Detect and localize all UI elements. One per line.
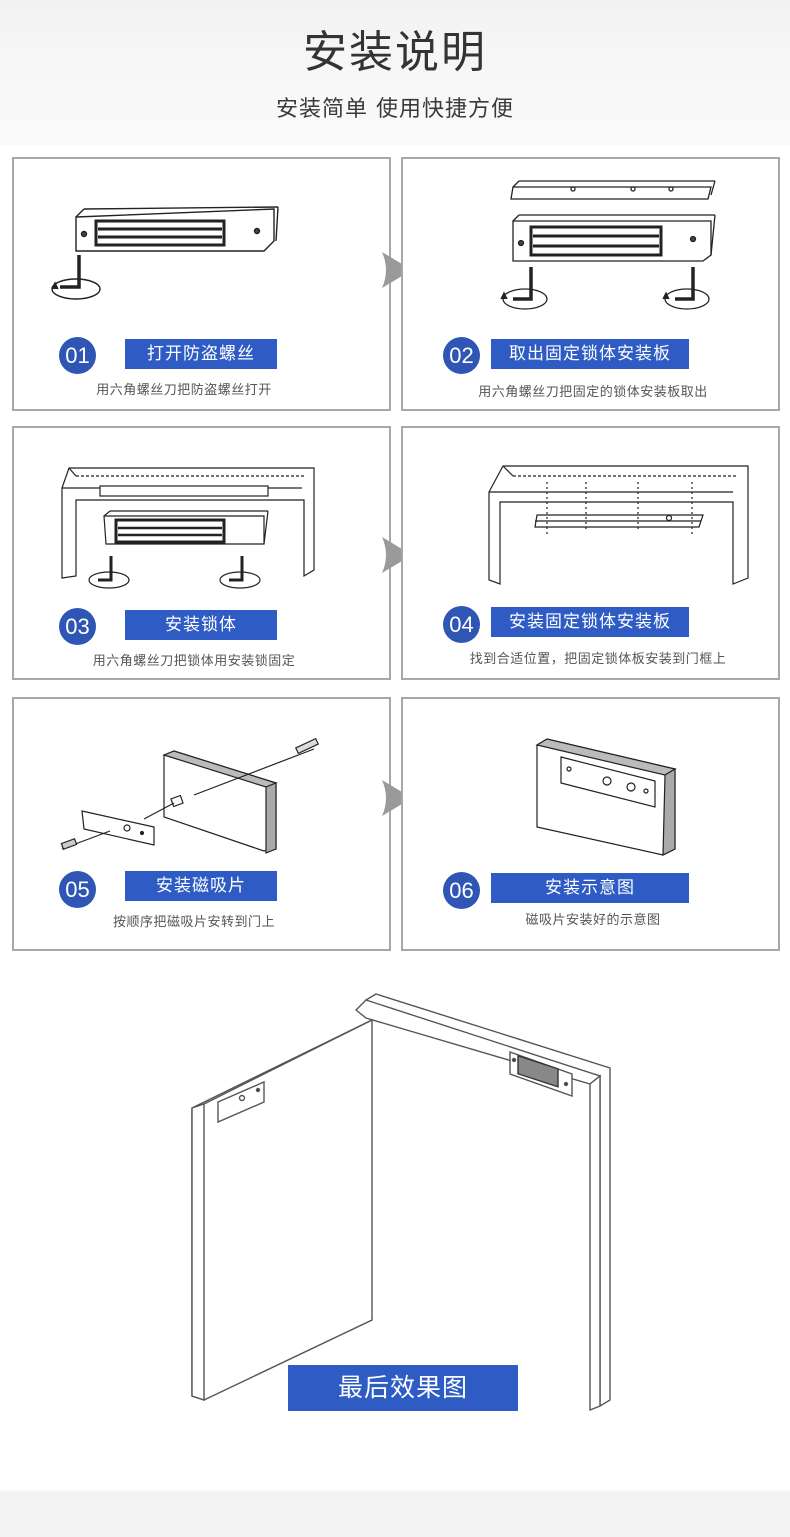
footer-strip — [0, 1490, 790, 1537]
step-title: 安装示意图 — [491, 873, 689, 903]
next-arrow-icon — [382, 537, 412, 573]
step-card-06: 06 安装示意图 磁吸片安装好的示意图 — [401, 697, 780, 951]
step-description: 用六角螺丝刀把固定的锁体安装板取出 — [478, 385, 708, 400]
step-description: 用六角螺丝刀把防盗螺丝打开 — [96, 383, 272, 398]
lock-under-frame-icon — [61, 467, 315, 589]
final-result-label: 最后效果图 — [288, 1365, 518, 1411]
step-card-01: 01 打开防盗螺丝 用六角螺丝刀把防盗螺丝打开 — [12, 157, 391, 411]
page-subtitle: 安装简单 使用快捷方便 — [276, 97, 514, 122]
step-card-05: 05 安装磁吸片 按顺序把磁吸片安转到门上 — [12, 697, 391, 951]
step-number-badge: 04 — [443, 606, 480, 643]
next-arrow-icon — [382, 780, 412, 816]
step-card-02: 02 取出固定锁体安装板 用六角螺丝刀把固定的锁体安装板取出 — [401, 157, 780, 411]
step-description: 用六角螺丝刀把锁体用安装锁固定 — [92, 654, 296, 669]
armature-plate-exploded-icon — [60, 737, 320, 854]
step-number-badge: 06 — [443, 872, 480, 909]
step-card-03: 03 安装锁体 用六角螺丝刀把锁体用安装锁固定 — [12, 426, 391, 680]
step-number-badge: 03 — [59, 608, 96, 645]
step-number-badge: 01 — [59, 337, 96, 374]
step-description: 按顺序把磁吸片安转到门上 — [112, 915, 275, 930]
armature-plate-installed-icon — [535, 738, 677, 856]
step-number-badge: 05 — [59, 871, 96, 908]
magnetic-lock-icon — [51, 206, 279, 300]
step-description: 磁吸片安装好的示意图 — [525, 913, 661, 928]
next-arrow-icon — [382, 252, 412, 288]
step-title: 安装锁体 — [125, 610, 277, 640]
step-title: 取出固定锁体安装板 — [491, 339, 689, 369]
step-title: 安装固定锁体安装板 — [491, 607, 689, 637]
step-title: 打开防盗螺丝 — [125, 339, 277, 369]
step-card-04: 04 安装固定锁体安装板 找到合适位置，把固定锁体板安装到门框上 — [401, 426, 780, 680]
step-title: 安装磁吸片 — [125, 871, 277, 901]
plate-on-frame-icon — [488, 465, 749, 585]
step-description: 找到合适位置，把固定锁体板安装到门框上 — [469, 652, 727, 667]
open-door-illustration — [191, 993, 611, 1412]
page-header: 安装说明 安装简单 使用快捷方便 — [0, 0, 790, 145]
page-title: 安装说明 — [303, 27, 487, 78]
lock-body-and-plate-icon — [500, 180, 716, 310]
step-number-badge: 02 — [443, 337, 480, 374]
